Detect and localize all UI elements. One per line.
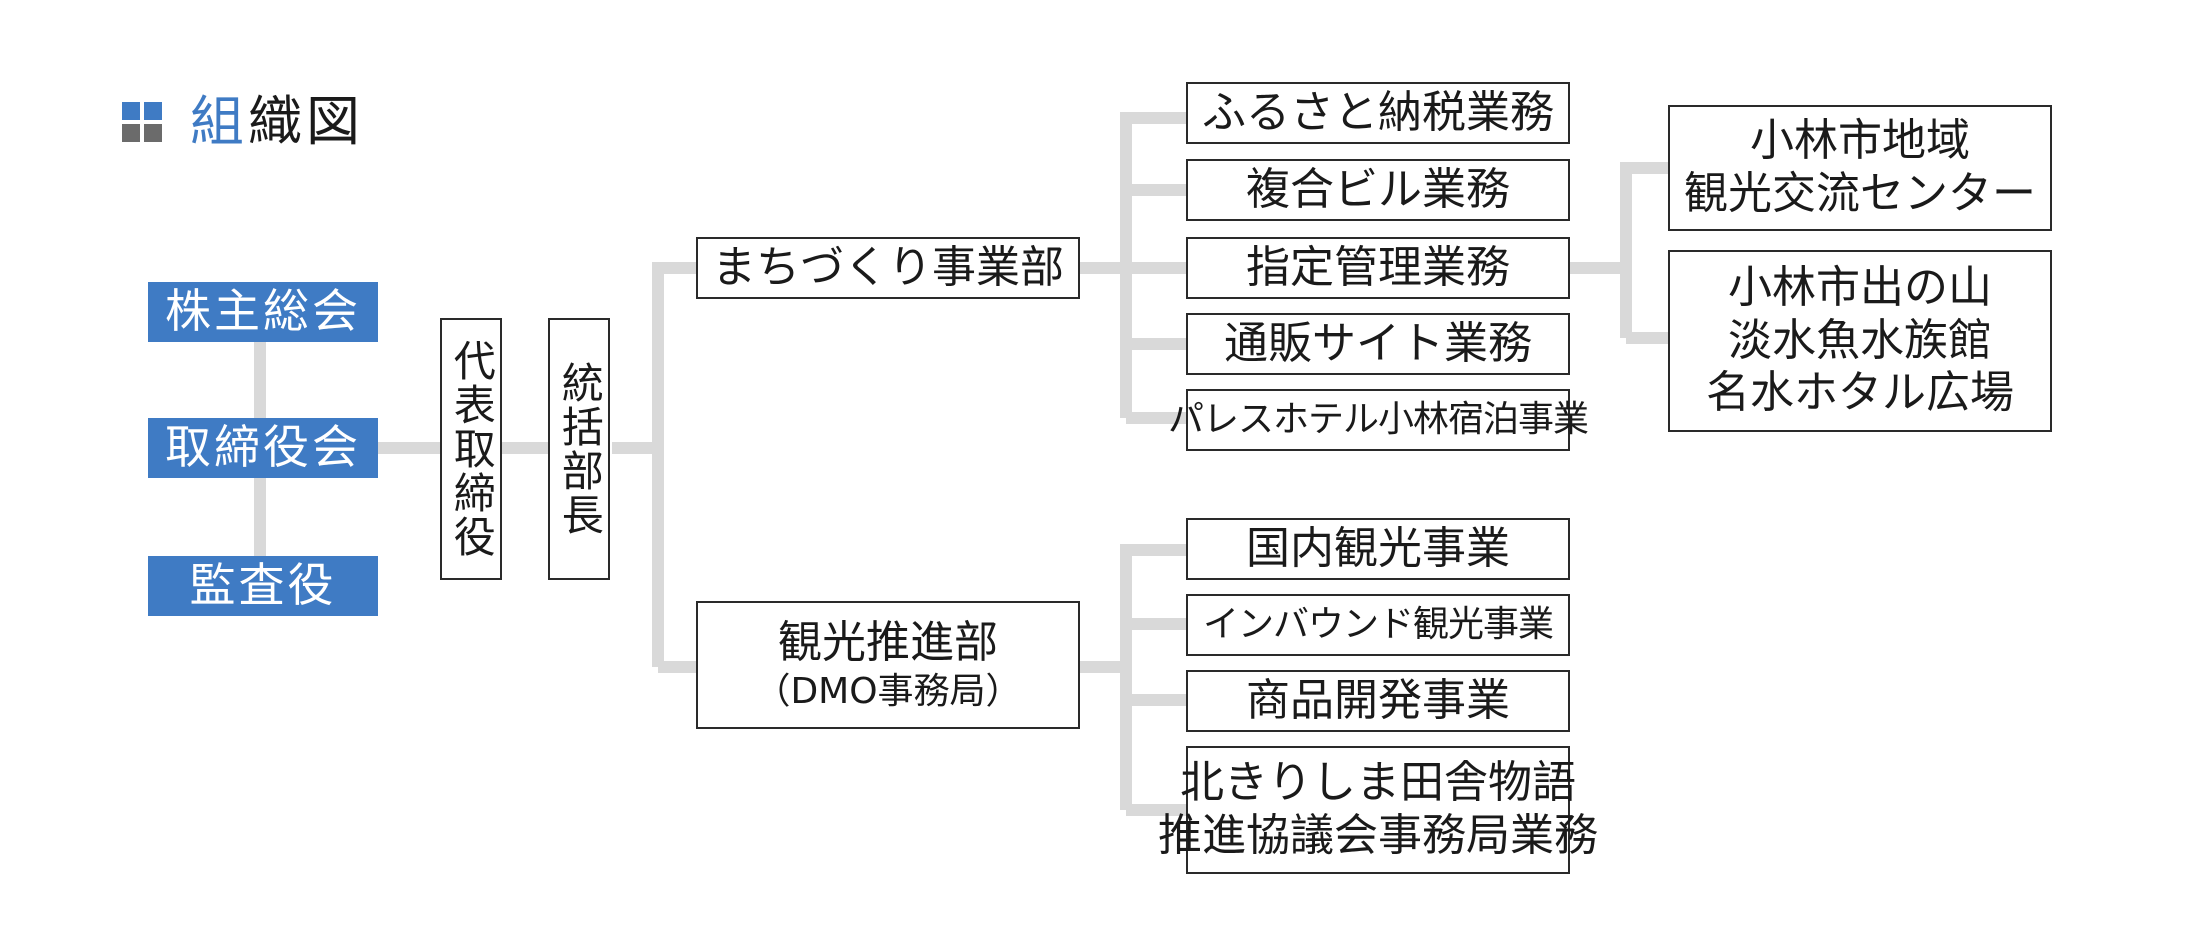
facility-2-line-2: 淡水魚水族館 (1728, 314, 1992, 366)
node-auditor: 監査役 (148, 556, 378, 616)
title-accent: 組 (190, 90, 248, 153)
page-title: 組織図 (122, 92, 364, 152)
node-unit-palace-hotel: パレスホテル小林宿泊事業 (1168, 389, 1589, 451)
council-line-2: 推進協議会事務局業務 (1158, 810, 1598, 861)
node-unit-domestic-tourism: 国内観光事業 (1186, 518, 1570, 580)
facility-2-line-1: 小林市出の山 (1728, 261, 1992, 313)
node-dept-machizukuri: まちづくり事業部 (696, 237, 1080, 299)
node-facility-kouryu-center: 小林市地域 観光交流センター (1668, 105, 2052, 231)
node-board: 取締役会 (148, 418, 378, 478)
node-unit-tsuhan-site: 通販サイト業務 (1186, 313, 1570, 375)
dept-tourism-sub: （DMO事務局） (754, 670, 1022, 712)
node-unit-council: 北きりしま田舎物語 推進協議会事務局業務 (1158, 746, 1598, 874)
title-rest: 織図 (248, 90, 364, 153)
facility-1-line-1: 小林市地域 (1750, 115, 1970, 167)
facility-2-line-3: 名水ホタル広場 (1706, 367, 2014, 419)
node-unit-fukugo-building: 複合ビル業務 (1186, 159, 1570, 221)
facility-1-line-2: 観光交流センター (1684, 168, 2036, 219)
node-general-manager: 統括部長 (548, 318, 610, 580)
node-facility-denoyama: 小林市出の山 淡水魚水族館 名水ホタル広場 (1668, 250, 2052, 432)
node-unit-inbound-tourism: インバウンド観光事業 (1186, 594, 1570, 656)
grid-icon (122, 102, 162, 142)
node-unit-shitei-kanri: 指定管理業務 (1186, 237, 1570, 299)
node-unit-furusato: ふるさと納税業務 (1186, 82, 1570, 144)
node-ceo: 代表取締役 (440, 318, 502, 580)
title-text: 組織図 (190, 95, 364, 149)
node-dept-tourism: 観光推進部 （DMO事務局） (696, 601, 1080, 729)
dept-tourism-name: 観光推進部 (778, 617, 998, 668)
node-unit-product-dev: 商品開発事業 (1186, 670, 1570, 732)
node-shareholders: 株主総会 (148, 282, 378, 342)
council-line-1: 北きりしま田舎物語 (1180, 757, 1576, 809)
